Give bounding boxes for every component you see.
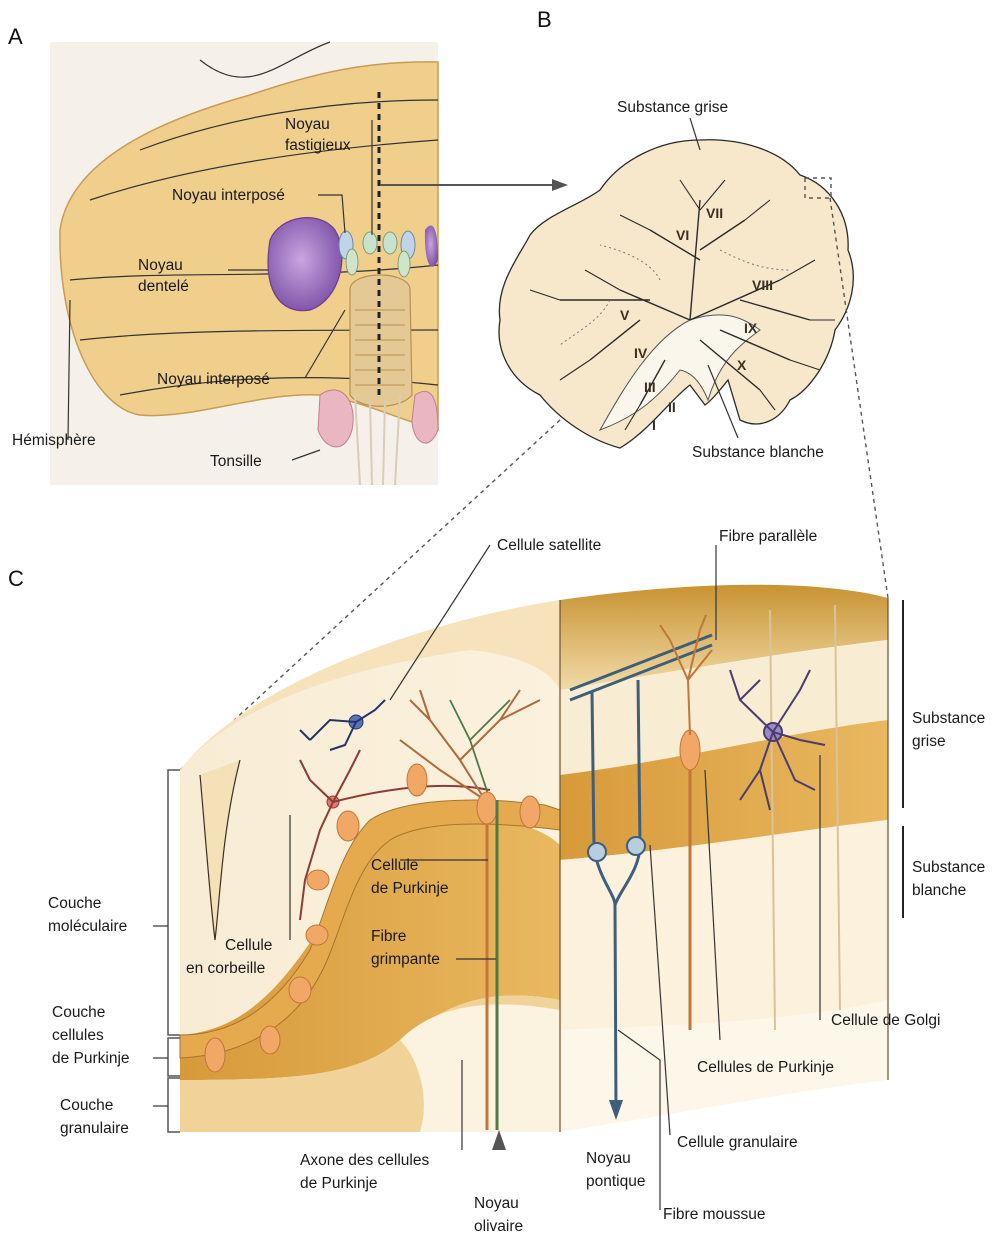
label-purkinje-cell-2: de Purkinje <box>371 880 449 897</box>
panel-label-b: B <box>537 7 552 32</box>
label-molecular-1: Couche <box>48 895 101 912</box>
lobule-ix: IX <box>744 320 758 336</box>
lobule-v: V <box>620 307 630 323</box>
label-purkinje-layer-2: cellules <box>52 1027 104 1044</box>
label-basket-2: en corbeille <box>186 960 265 977</box>
label-fastigial-1: Noyau <box>285 116 330 133</box>
label-granular-1: Couche <box>60 1097 113 1114</box>
section-arrow-head <box>552 179 568 191</box>
label-granule-cell: Cellule granulaire <box>677 1134 798 1151</box>
lobule-viii: VIII <box>752 277 773 293</box>
label-molecular-2: moléculaire <box>48 918 127 935</box>
label-olivary-1: Noyau <box>474 1195 519 1212</box>
label-basket-1: Cellule <box>225 937 272 954</box>
lobule-vii: VII <box>706 205 723 221</box>
lobule-iv: IV <box>634 345 648 361</box>
panel-label-a: A <box>8 24 23 49</box>
label-climbing-1: Fibre <box>371 928 406 945</box>
lobule-iii: III <box>644 379 656 395</box>
lobule-ii: II <box>668 399 676 415</box>
label-satellite-cell: Cellule satellite <box>497 537 601 554</box>
label-granular-2: granulaire <box>60 1120 129 1137</box>
label-dentate-1: Noyau <box>138 257 183 274</box>
label-dentate-2: dentelé <box>138 278 189 295</box>
label-white-matter-c-1: Substance <box>912 859 985 876</box>
label-white-matter-b: Substance blanche <box>692 444 824 461</box>
label-hemisphere: Hémisphère <box>12 432 96 449</box>
lobule-i: I <box>652 417 656 433</box>
lobule-x: X <box>737 357 747 373</box>
label-mossy-fiber: Fibre moussue <box>663 1206 766 1223</box>
label-purkinje-cells: Cellules de Purkinje <box>697 1059 834 1076</box>
panel-a-illustration <box>50 42 438 485</box>
label-climbing-2: grimpante <box>371 951 440 968</box>
label-grey-matter-b: Substance grise <box>617 99 728 116</box>
lobule-vi: VI <box>676 227 689 243</box>
label-olivary-2: olivaire <box>474 1218 523 1234</box>
label-fastigial-2: fastigieux <box>285 137 351 154</box>
label-purkinje-layer-1: Couche <box>52 1004 105 1021</box>
panel-label-c: C <box>8 566 24 591</box>
label-pontine-1: Noyau <box>586 1150 631 1167</box>
label-pontine-2: pontique <box>586 1173 645 1190</box>
label-grey-matter-c-2: grise <box>912 733 946 750</box>
label-golgi-cell: Cellule de Golgi <box>831 1012 940 1029</box>
label-purkinje-layer-3: de Purkinje <box>52 1050 130 1067</box>
label-white-matter-c-2: blanche <box>912 882 966 899</box>
label-parallel-fiber: Fibre parallèle <box>719 528 817 545</box>
label-axon-2: de Purkinje <box>300 1175 378 1192</box>
label-interposed-top: Noyau interposé <box>172 187 285 204</box>
label-interposed-bottom: Noyau interposé <box>157 371 270 388</box>
label-grey-matter-c-1: Substance <box>912 710 985 727</box>
label-axon-1: Axone des cellules <box>300 1152 429 1169</box>
label-tonsil: Tonsille <box>210 453 262 470</box>
label-purkinje-cell-1: Cellule <box>371 857 418 874</box>
